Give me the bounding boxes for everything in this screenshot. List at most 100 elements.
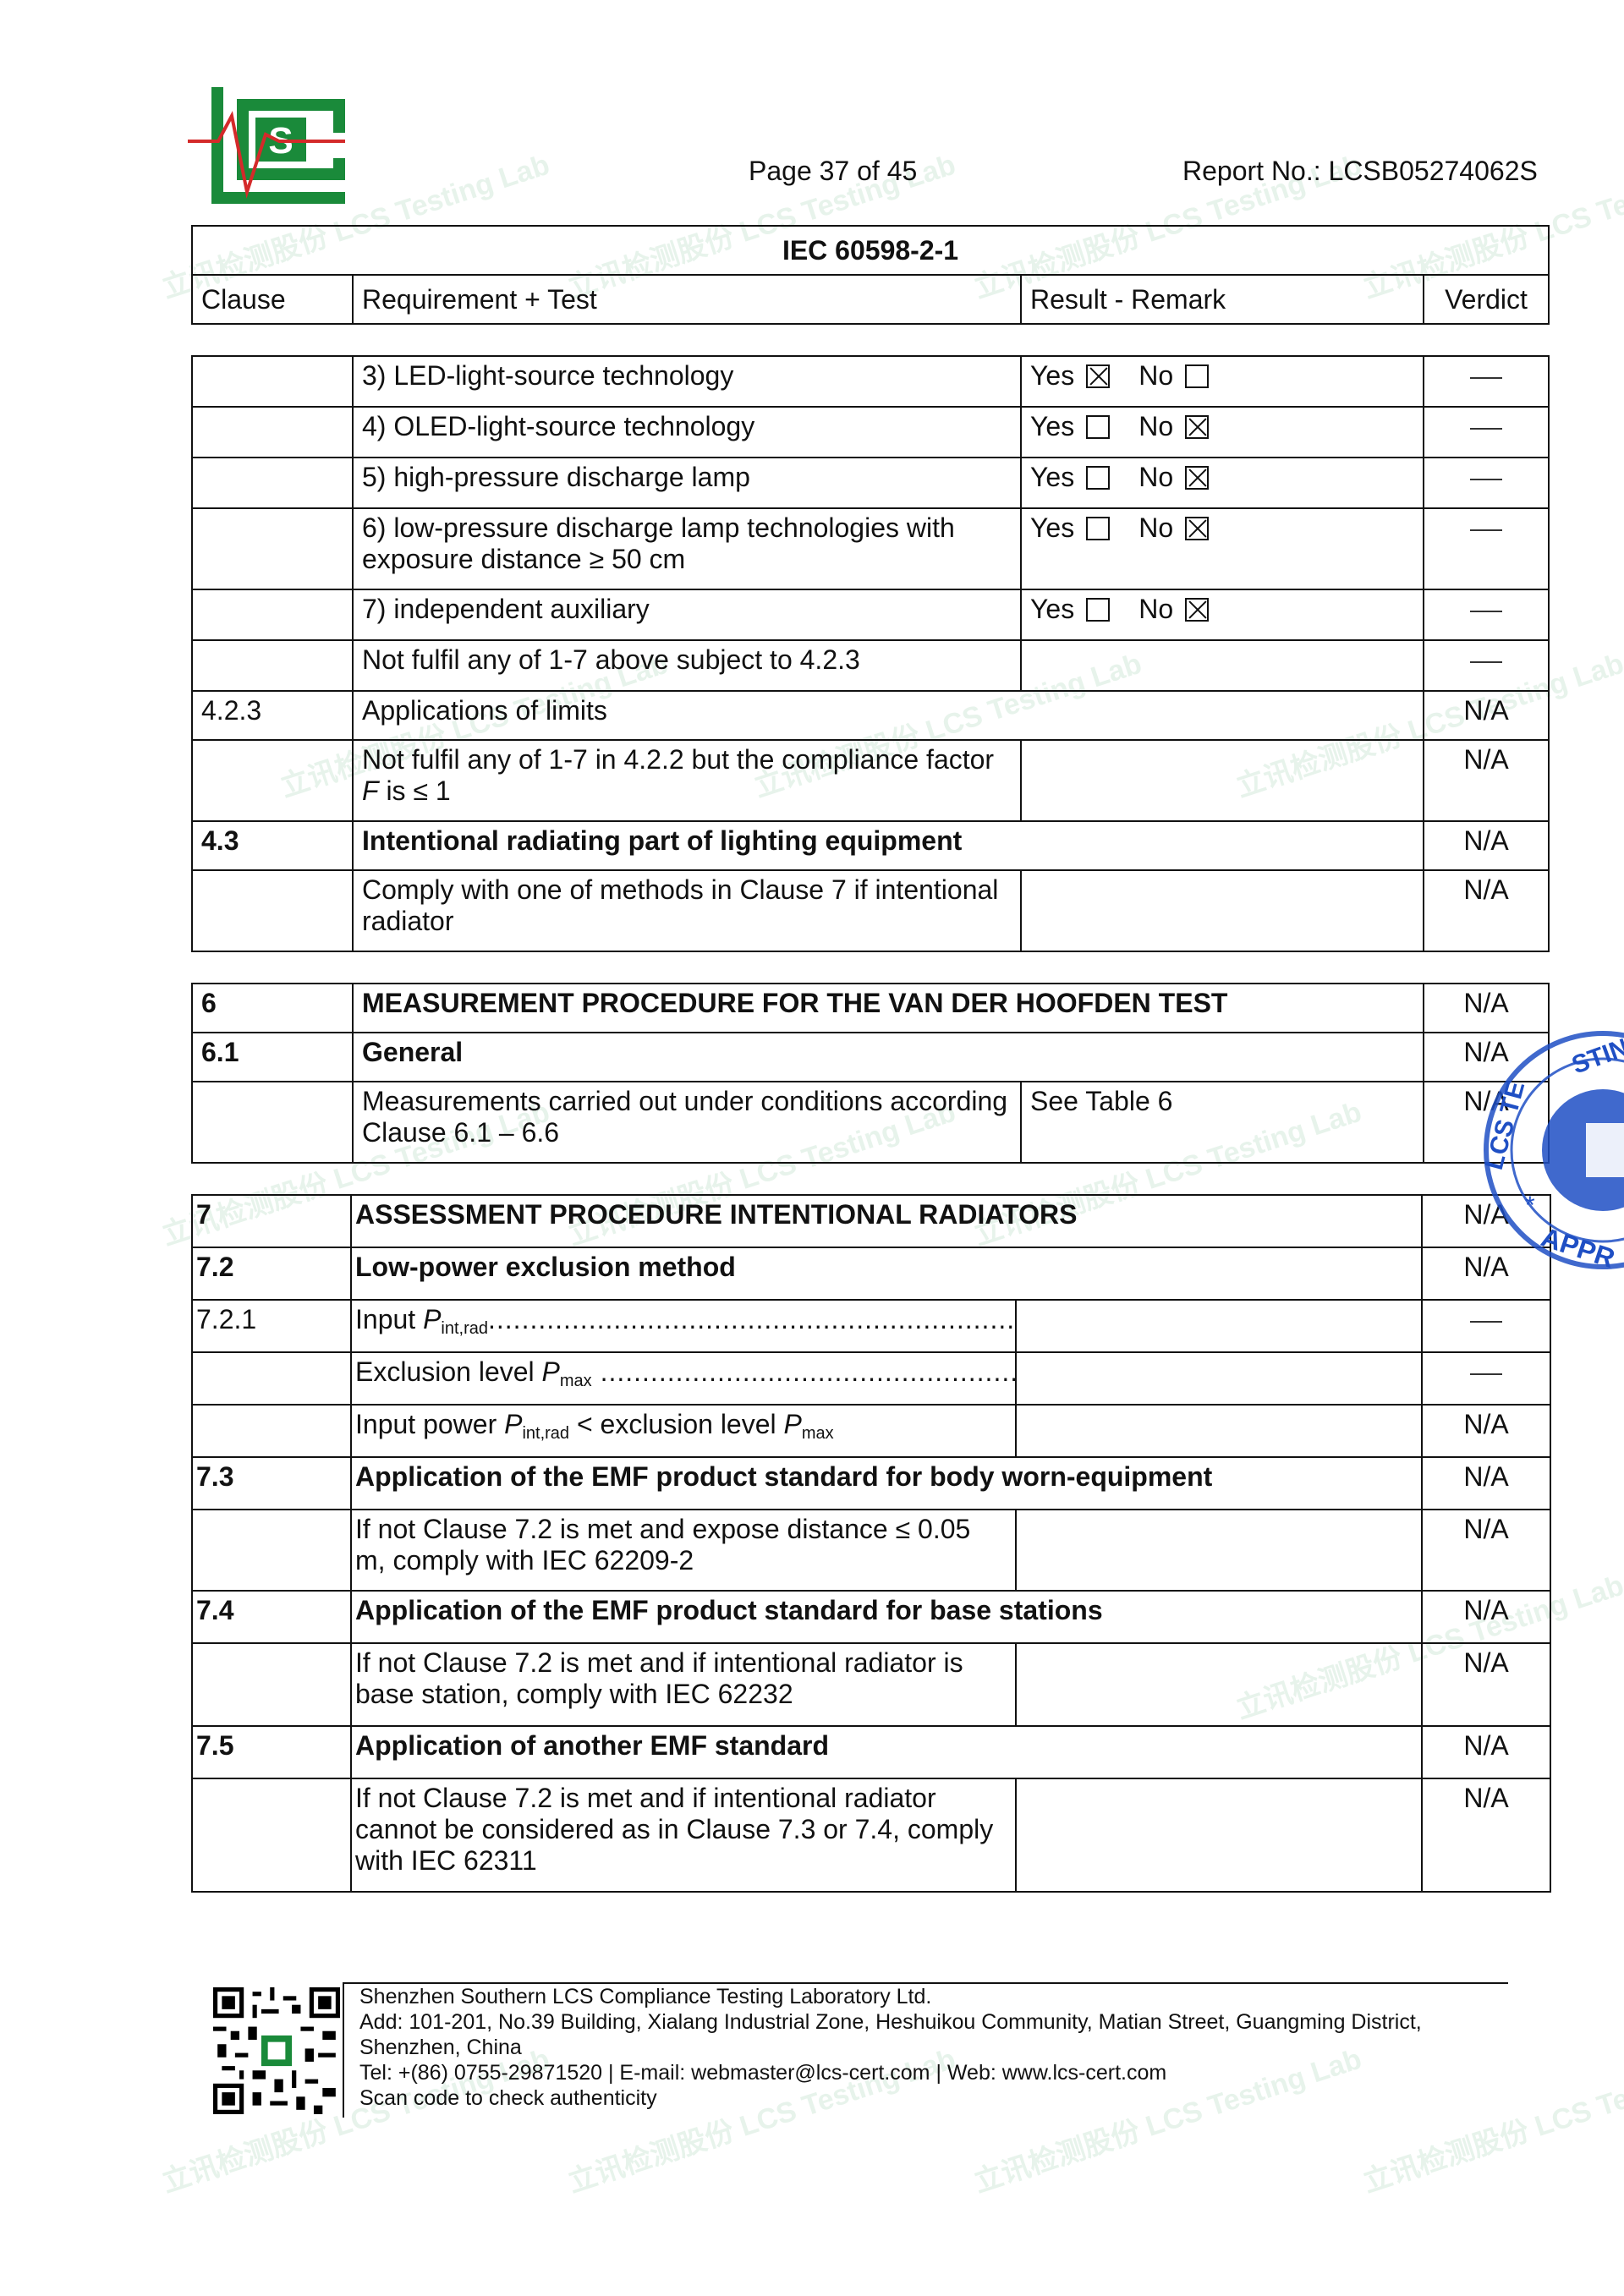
verdict-cell: [1423, 507, 1550, 590]
no-checkbox-checked: [1185, 415, 1210, 439]
result-cell: [1020, 739, 1424, 822]
clause-cell: [191, 355, 354, 408]
requirement-cell: If not Clause 7.2 is met and if intentio…: [350, 1778, 1017, 1893]
table-row: 6.1 General N/A: [191, 1032, 1550, 1082]
dash-icon: [1470, 529, 1502, 531]
requirement-cell: Application of another EMF standard: [350, 1725, 1423, 1779]
watermark: 立讯检测股份 LCS Testing Lab: [1358, 2043, 1624, 2199]
requirement-cell: Exclusion level Pmax ...................…: [350, 1351, 1017, 1406]
requirement-cell: Low-power exclusion method: [350, 1247, 1423, 1301]
verdict-cell: [1423, 355, 1550, 408]
requirement-cell: Applications of limits: [352, 690, 1424, 741]
verdict-cell: [1421, 1299, 1551, 1353]
clause-cell: 7.2.1: [191, 1299, 352, 1353]
table-row: If not Clause 7.2 is met and if intentio…: [191, 1778, 1551, 1893]
yes-checkbox: [1086, 598, 1111, 622]
verdict-cell: N/A: [1421, 1725, 1551, 1779]
verdict-cell: N/A: [1423, 820, 1550, 871]
verdict-cell: N/A: [1423, 690, 1550, 741]
footer-address-line1: Add: 101-201, No.39 Building, Xialang In…: [359, 2010, 1422, 2034]
requirement-cell: ASSESSMENT PROCEDURE INTENTIONAL RADIATO…: [350, 1194, 1423, 1248]
table-row: 7.4 Application of the EMF product stand…: [191, 1590, 1551, 1644]
table-row: Comply with one of methods in Clause 7 i…: [191, 869, 1550, 952]
footer-rule: [343, 1982, 1508, 1984]
verdict-cell: N/A: [1421, 1456, 1551, 1510]
requirement-cell: Not fulfil any of 1-7 in 4.2.2 but the c…: [352, 739, 1022, 822]
qr-code[interactable]: [213, 1987, 340, 2114]
verdict-cell: [1423, 589, 1550, 641]
report-number: Report No.: LCSB05274062S: [1182, 156, 1538, 186]
footer-scan-note: Scan code to check authenticity: [359, 2086, 657, 2110]
verdict-cell: N/A: [1421, 1404, 1551, 1458]
verdict-cell: N/A: [1421, 1778, 1551, 1893]
table-row: 4.3 Intentional radiating part of lighti…: [191, 820, 1550, 871]
table-row: If not Clause 7.2 is met and expose dist…: [191, 1509, 1551, 1592]
result-cell: [1015, 1299, 1423, 1353]
verdict-cell: N/A: [1421, 1642, 1551, 1727]
header-table: IEC 60598-2-1 Clause Requirement + Test …: [191, 225, 1550, 325]
company-logo: S: [188, 87, 345, 204]
result-cell: [1020, 639, 1424, 692]
table-row: 6) low-pressure discharge lamp technolog…: [191, 507, 1550, 590]
clause-cell: [191, 406, 354, 458]
verdict-cell: [1423, 639, 1550, 692]
dash-icon: [1470, 1320, 1502, 1323]
dash-icon: [1470, 376, 1502, 379]
no-checkbox-checked: [1185, 598, 1210, 622]
no-checkbox-checked: [1185, 517, 1210, 540]
standard-title: IEC 60598-2-1: [191, 225, 1550, 276]
table-row: 4.2.3 Applications of limits N/A: [191, 690, 1550, 741]
clause-cell: [191, 1642, 352, 1727]
table-row: Exclusion level Pmax ...................…: [191, 1351, 1551, 1406]
requirement-cell: If not Clause 7.2 is met and expose dist…: [350, 1509, 1017, 1592]
clause-cell: 4.2.3: [191, 690, 354, 741]
clause-cell: [191, 1778, 352, 1893]
result-cell: [1015, 1778, 1423, 1893]
requirement-cell: 7) independent auxiliary: [352, 589, 1022, 641]
requirement-cell: General: [351, 1032, 1425, 1082]
table-row: Measurements carried out under condition…: [191, 1081, 1550, 1164]
clause-cell: [191, 639, 354, 692]
page-number: Page 37 of 45: [749, 156, 918, 186]
requirement-cell: 6) low-pressure discharge lamp technolog…: [352, 507, 1022, 590]
verdict-cell: [1421, 1351, 1551, 1406]
clause-cell: 7.2: [191, 1247, 352, 1301]
table-row: If not Clause 7.2 is met and if intentio…: [191, 1642, 1551, 1727]
clause-cell: [191, 869, 354, 952]
clause-cell: 7: [191, 1194, 352, 1248]
requirement-cell: 3) LED-light-source technology: [352, 355, 1022, 408]
approval-stamp: STING LCS TE APPR *: [1480, 1027, 1624, 1274]
verdict-cell: N/A: [1423, 869, 1550, 952]
clause-cell: [191, 1081, 354, 1164]
section-table-3: 7 ASSESSMENT PROCEDURE INTENTIONAL RADIA…: [191, 1194, 1551, 1893]
clause-cell: 4.3: [191, 820, 354, 871]
dash-icon: [1470, 610, 1502, 612]
footer-address-line2: Shenzhen, China: [359, 2036, 522, 2059]
table-row: Not fulfil any of 1-7 in 4.2.2 but the c…: [191, 739, 1550, 822]
verdict-cell: [1423, 406, 1550, 458]
requirement-cell: 4) OLED-light-source technology: [352, 406, 1022, 458]
verdict-cell: [1423, 457, 1550, 509]
table-row: 7.2 Low-power exclusion method N/A: [191, 1247, 1551, 1301]
table-row: 7.5 Application of another EMF standard …: [191, 1725, 1551, 1779]
footer-contact: Tel: +(86) 0755-29871520 | E-mail: webma…: [359, 2061, 1167, 2085]
clause-cell: [191, 1351, 352, 1406]
result-cell: [1020, 869, 1424, 952]
table-row: Input power Pint,rad < exclusion level P…: [191, 1404, 1551, 1458]
clause-cell: [191, 457, 354, 509]
dash-icon: [1470, 427, 1502, 430]
clause-cell: 7.5: [191, 1725, 352, 1779]
yes-checkbox: [1086, 415, 1111, 439]
requirement-cell: Application of the EMF product standard …: [350, 1590, 1423, 1644]
requirement-cell: 5) high-pressure discharge lamp: [352, 457, 1022, 509]
table-row: 7.3 Application of the EMF product stand…: [191, 1456, 1551, 1510]
clause-cell: [191, 739, 354, 822]
verdict-cell: N/A: [1423, 739, 1550, 822]
svg-text:*: *: [1525, 1192, 1535, 1219]
dash-icon: [1470, 660, 1502, 663]
